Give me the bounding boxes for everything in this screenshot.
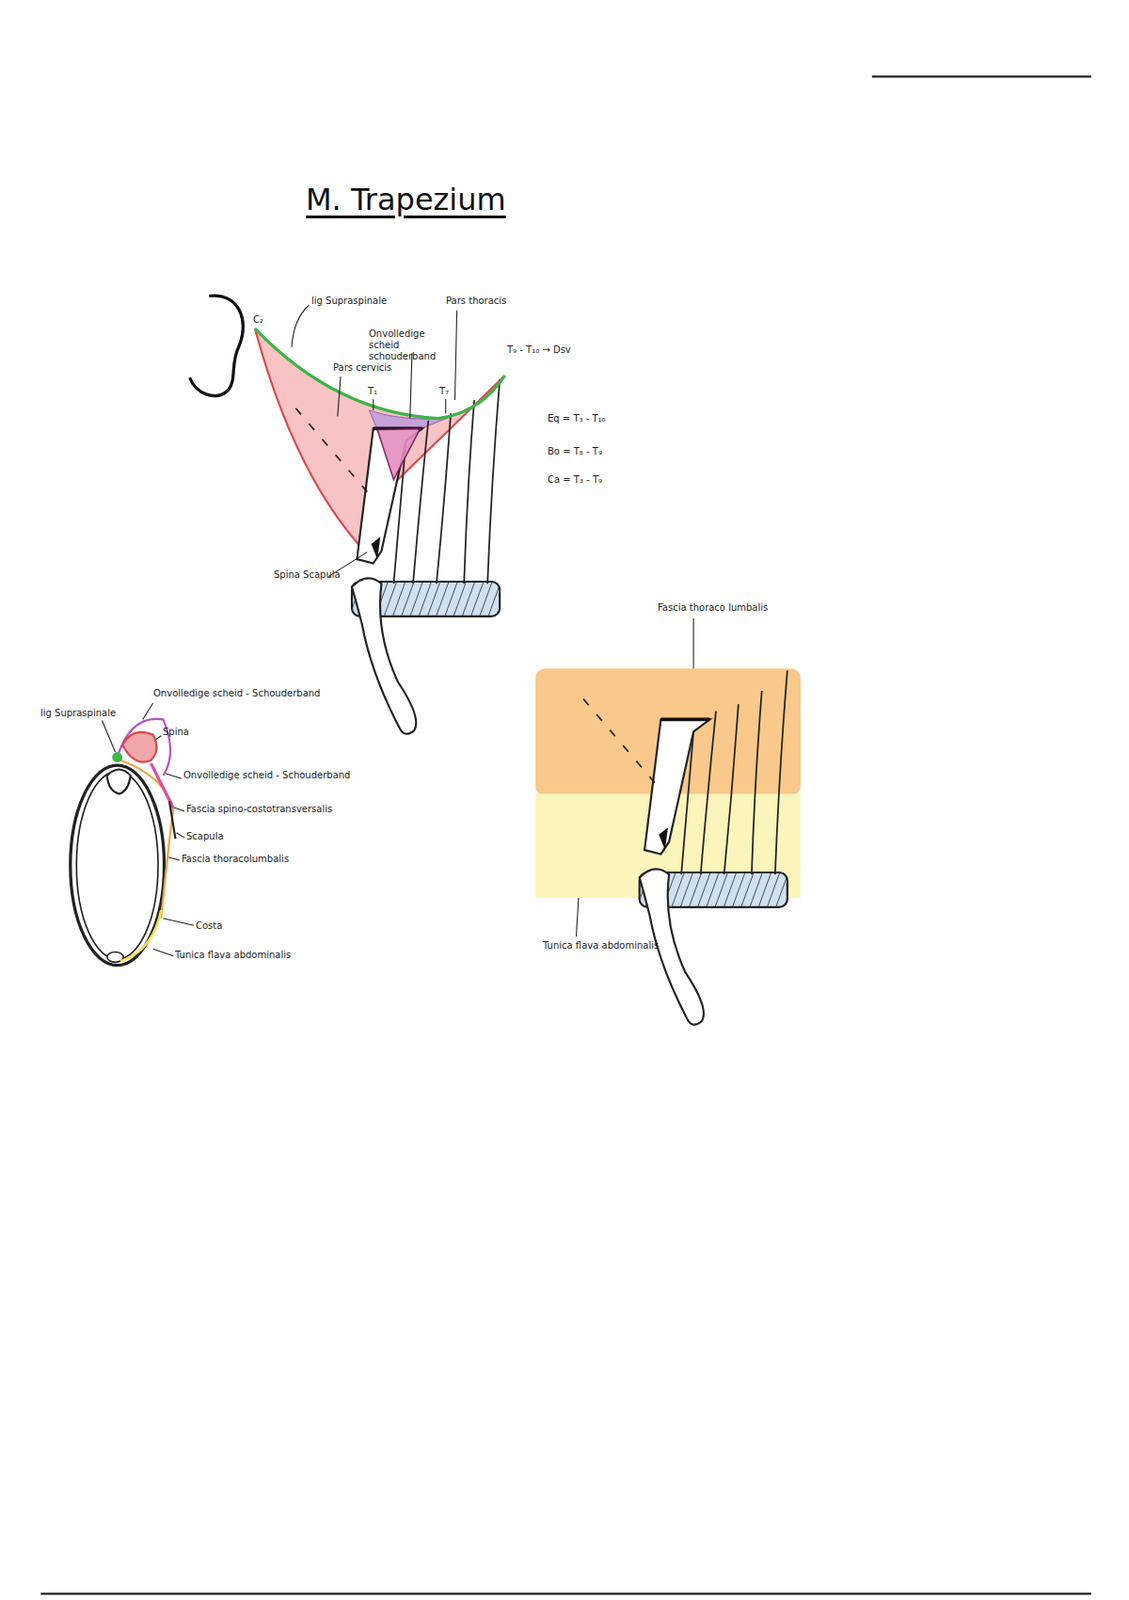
illustration-part: [120, 760, 174, 919]
part-label: Onvolledige scheid schouderband: [368, 328, 443, 363]
part-label: Onvolledige scheid - Schouderband: [153, 687, 320, 700]
illustration-part: [143, 702, 154, 719]
title: M. Trapezium: [305, 181, 507, 218]
part-label: Spina Scapula: [273, 569, 341, 581]
illustration-part: [111, 751, 123, 763]
illustration-part: [337, 376, 341, 416]
illustration-part: [169, 800, 176, 839]
part-label: T₇: [439, 385, 449, 398]
part-label: Eq = T₃ - T₁₀: [547, 413, 606, 425]
illustration-part: [70, 764, 165, 965]
part-label: Tunica flava abdominalis: [542, 939, 659, 952]
illustration-part: [120, 909, 161, 961]
illustration-part: [176, 832, 186, 838]
illustration-part: [454, 310, 457, 400]
part-label: Costa: [195, 920, 223, 932]
part-label: Fascia thoracolumbalis: [181, 853, 289, 865]
illustration-part: [368, 410, 449, 430]
illustration-part: [583, 669, 788, 1024]
fascia-view: [535, 667, 801, 1025]
trapezius-lateral-view: [190, 295, 506, 734]
illustration-part: [76, 771, 159, 959]
illustration-part: [377, 428, 421, 479]
part-label: Fascia thoraco lumbalis: [657, 602, 768, 614]
illustration-part: [162, 918, 194, 926]
illustration-part: [168, 857, 180, 860]
part-label: Pars thoracis: [445, 295, 507, 307]
part-label: T₉ - T₁₀ → Dsv: [507, 344, 572, 356]
part-label: T₁: [367, 385, 378, 398]
cross-section: [70, 718, 176, 966]
part-label: C₂: [253, 314, 264, 326]
illustration-part: [122, 731, 157, 763]
illustration-part: [107, 768, 131, 794]
part-label: Ca = T₃ - T₉: [547, 474, 603, 486]
illustration-part: [153, 948, 175, 956]
part-label: Spina: [162, 726, 190, 738]
illustration-part: [40, 1591, 1092, 1594]
illustration-part: [295, 379, 500, 733]
part-label: lig Supraspinale: [311, 295, 387, 307]
part-label: Scapula: [186, 830, 224, 843]
page-rules: [40, 76, 1092, 1593]
illustration-part: [117, 718, 171, 776]
illustration-part: [410, 352, 413, 418]
part-label: Pars cervicis: [333, 362, 392, 374]
illustration-part: [291, 304, 309, 347]
part-label: Tunica flava abdominalis: [174, 949, 291, 961]
illustration-part: [872, 75, 1092, 78]
part-label: Bo = T₈ - T₉: [547, 445, 603, 458]
illustration-part: [445, 398, 446, 414]
illustration-part: [165, 773, 182, 779]
illustration-part: [101, 719, 115, 752]
illustration-part: [190, 295, 244, 396]
part-label: Fascia spino-costotransversalis: [186, 803, 333, 815]
illustration-part: [372, 398, 374, 411]
part-label: Onvolledige scheid - Schouderband: [183, 769, 350, 781]
part-label: lig Supraspinale: [40, 707, 116, 719]
